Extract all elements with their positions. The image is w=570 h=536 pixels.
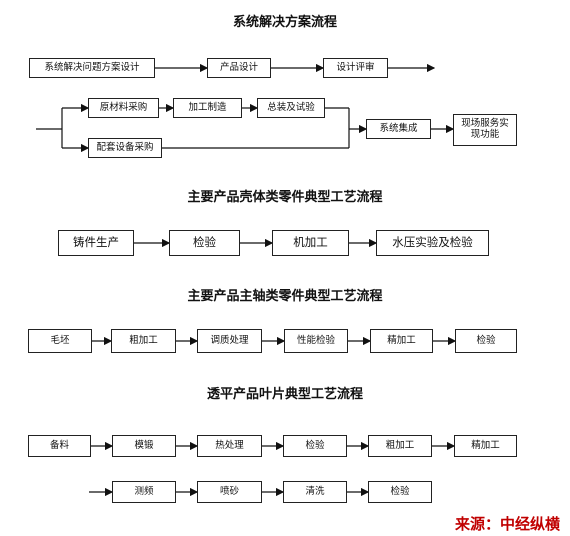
box-sandblasting: 喷砂: [197, 481, 262, 503]
title-system-solution: 系统解决方案流程: [232, 15, 337, 30]
box-quench-temper: 调质处理: [197, 329, 262, 353]
box-heat-treatment: 热处理: [197, 435, 262, 457]
box-design-review: 设计评审: [323, 58, 388, 78]
box-frequency-test: 测频: [112, 481, 176, 503]
box-inspection: 检验: [169, 230, 240, 256]
box-rough-machining: 粗加工: [111, 329, 176, 353]
box-assembly-test: 总装及试验: [257, 98, 325, 118]
box-final-inspection: 检验: [455, 329, 517, 353]
box-field-service: 现场服务实现功能: [453, 114, 517, 146]
box-cleaning: 清洗: [283, 481, 347, 503]
box-product-design: 产品设计: [207, 58, 271, 78]
box-manufacturing: 加工制造: [173, 98, 242, 118]
box-blank: 毛坯: [28, 329, 92, 353]
box-solution-design: 系统解决问题方案设计: [29, 58, 155, 78]
source-credit: 来源：中经纵横: [454, 515, 560, 533]
box-material-prep: 备料: [28, 435, 91, 457]
box-system-integration: 系统集成: [366, 119, 431, 139]
box-blade-rough-machining: 粗加工: [368, 435, 432, 457]
title-shaft-process: 主要产品主轴类零件典型工艺流程: [187, 289, 383, 304]
box-blade-inspection: 检验: [283, 435, 347, 457]
box-raw-material-purchase: 原材料采购: [88, 98, 159, 118]
box-die-forging: 模锻: [112, 435, 176, 457]
box-supporting-equipment: 配套设备采购: [88, 138, 162, 158]
title-blade-process: 透平产品叶片典型工艺流程: [206, 387, 363, 402]
title-housing-process: 主要产品壳体类零件典型工艺流程: [187, 190, 383, 205]
box-finish-machining: 精加工: [370, 329, 433, 353]
box-machining: 机加工: [272, 230, 349, 256]
box-casting: 铸件生产: [58, 230, 134, 256]
box-performance-test: 性能检验: [284, 329, 348, 353]
box-hydro-test: 水压实验及检验: [376, 230, 489, 256]
box-blade-finish-machining: 精加工: [454, 435, 517, 457]
box-blade-final-inspection: 检验: [368, 481, 432, 503]
